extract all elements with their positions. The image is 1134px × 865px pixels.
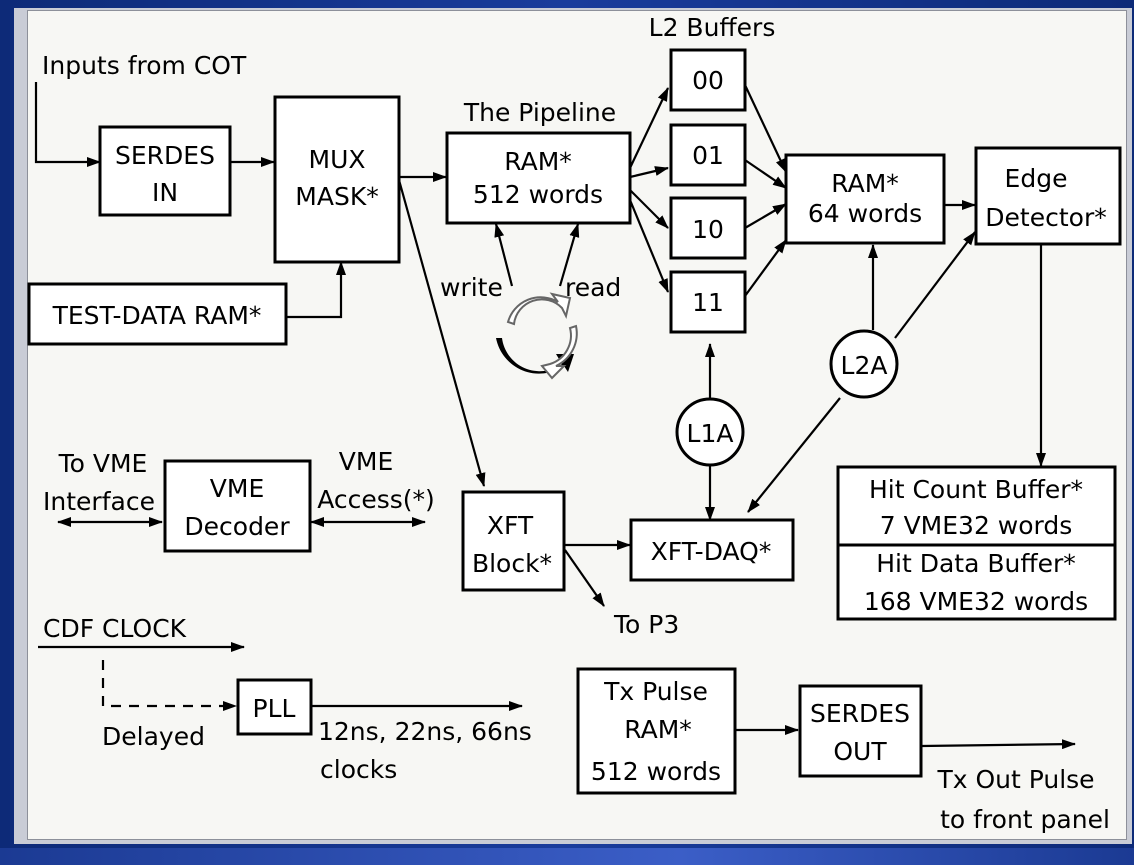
cdf-clock-label: CDF CLOCK [43,614,187,643]
l1a-label: L1A [687,419,734,448]
vme-access-line1: VME [339,447,393,476]
serdes-out-line2: OUT [833,737,887,766]
arrow-l2a-to-edge [894,231,976,339]
hit-data-line2: 168 VME32 words [864,587,1088,616]
buffer-00-label: 00 [692,66,724,95]
mux-line2: MASK* [295,182,378,211]
buffer-00-box [669,48,747,112]
test-data-ram-label: TEST-DATA RAM* [52,301,262,330]
to-p3-label: To P3 [613,610,679,639]
tx-pulse-line3: 512 words [591,757,721,786]
read-label: read [565,273,621,302]
vme-decoder-line2: Decoder [184,512,290,541]
arrow-xft-to-p3 [564,549,605,607]
vme-decoder-line1: VME [210,474,264,503]
mux-mask-box [273,95,401,264]
clocks-line2: clocks [320,755,397,784]
to-vme-line1: To VME [58,449,148,478]
arrow-delayed-clock [101,660,237,711]
arrow-pipe-to-buf11 [628,199,670,293]
tx-out-line1: Tx Out Pulse [936,765,1094,794]
xft-block-line2: Block* [472,549,552,578]
buffer-01-label: 01 [692,141,724,170]
serdes-out-line1: SERDES [810,699,910,728]
buffer-10-box [669,196,747,260]
buffer-11-box [669,270,747,334]
pipeline-ram-line1: RAM* [504,147,572,176]
ram64-box [784,153,946,245]
arrow-write [494,223,514,287]
arrow-buf00-to-ram64 [744,84,787,173]
serdes-in-box [98,125,232,217]
edge-line1: Edge [1005,164,1068,193]
tx-pulse-line2: RAM* [624,715,692,744]
test-data-ram-box [27,282,288,346]
labels: Inputs from COT SERDES IN MUX MASK* TEST… [42,13,1110,834]
mux-line1: MUX [309,145,366,174]
arrow-buf01-to-ram64 [744,159,787,189]
arrow-pipe-to-buf00 [629,87,669,169]
arrow-cot-to-serdes [34,82,101,167]
vme-decoder-box [163,459,312,553]
edge-detector-box [974,146,1122,246]
ram64-line2: 64 words [808,199,922,228]
serdes-out-box [798,684,923,778]
pipeline-ram-line2: 512 words [473,180,603,209]
inputs-from-cot-label: Inputs from COT [42,51,247,80]
hit-count-line1: Hit Count Buffer* [869,475,1083,504]
arrow-buf10-to-ram64 [744,203,787,229]
xft-daq-label: XFT-DAQ* [651,537,772,566]
hit-data-line1: Hit Data Buffer* [876,549,1076,578]
edge-line2: Detector* [985,203,1106,232]
pll-box [236,678,313,736]
pipeline-title: The Pipeline [463,98,616,127]
xft-block-box [461,490,566,592]
buffer-10-label: 10 [692,215,724,244]
hit-count-line2: 7 VME32 words [880,511,1073,540]
tx-pulse-ram-box [576,667,737,795]
arrow-pipe-to-buf10 [629,189,669,229]
xft-block-line1: XFT [487,511,534,540]
arrow-testdata-to-mux [286,261,346,319]
ram64-line1: RAM* [831,169,899,198]
pll-label: PLL [253,694,296,723]
arrow-serdesout-to-tx [921,739,1076,750]
hit-buffer-box [836,465,1117,621]
arrow-mux-to-xft [397,179,486,487]
connections [34,82,1076,750]
delayed-label: Delayed [102,722,205,751]
circular-arrows-icon [496,292,578,380]
tx-pulse-line1: Tx Pulse [603,677,708,706]
serdes-in-line2: IN [152,178,178,207]
l2a-circle [829,329,899,399]
arrow-pipe-to-buf01 [629,166,669,179]
serdes-in-line1: SERDES [115,141,215,170]
arrow-read [558,223,580,287]
l2-buffers-title: L2 Buffers [649,13,776,42]
clocks-line1: 12ns, 22ns, 66ns [318,717,532,746]
pipeline-ram-box [445,131,632,225]
buffer-11-label: 11 [692,288,724,317]
xft-daq-box [629,518,795,582]
vme-access-line2: Access(*) [317,485,435,514]
to-vme-line2: Interface [43,487,155,516]
arrow-buf11-to-ram64 [744,239,787,297]
l1a-circle [675,397,745,467]
tx-out-line2: to front panel [940,805,1110,834]
write-label: write [440,273,503,302]
bottom-stripe [0,848,1134,865]
arrow-l2a-to-xftdaq [747,397,841,513]
buffer-01-box [669,123,747,187]
l2a-label: L2A [841,351,888,380]
